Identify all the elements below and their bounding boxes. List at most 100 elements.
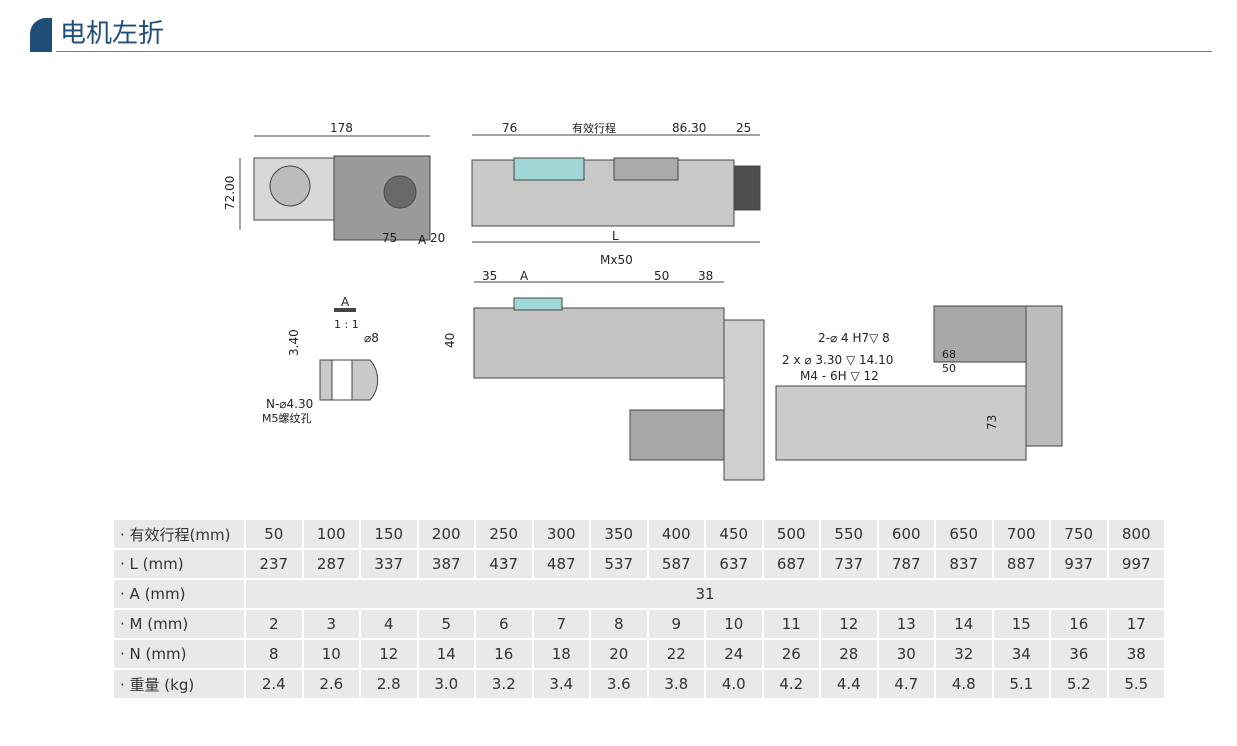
spec-cell: 9	[648, 610, 704, 638]
spec-row: · A (mm)31	[114, 580, 1164, 608]
detail-label: A	[341, 295, 350, 309]
spec-cell: 5.2	[1051, 670, 1107, 698]
spec-cell: 10	[303, 640, 359, 668]
spec-cell: 287	[303, 550, 359, 578]
spec-cell: 100	[303, 520, 359, 548]
spec-cell: 787	[878, 550, 934, 578]
dim-mx50: Mx50	[600, 253, 633, 267]
dim-m5-thread: M5螺纹孔	[262, 411, 312, 425]
spec-cell: 5	[418, 610, 474, 638]
spec-cell: 4.4	[821, 670, 877, 698]
spec-cell: 15	[993, 610, 1049, 638]
dim-73: 73	[985, 415, 999, 430]
spec-cell: 737	[821, 550, 877, 578]
spec-cell: 937	[1051, 550, 1107, 578]
spec-cell: 3	[303, 610, 359, 638]
spec-cell: 200	[418, 520, 474, 548]
dim-dia8: ⌀8	[364, 331, 379, 345]
spec-cell: 28	[821, 640, 877, 668]
spec-cell: 337	[361, 550, 417, 578]
spec-cell: 8	[246, 640, 302, 668]
spec-cell: 34	[993, 640, 1049, 668]
spec-cell: 11	[763, 610, 819, 638]
spec-cell: 12	[361, 640, 417, 668]
spec-cell: 650	[936, 520, 992, 548]
spec-cell: 5.1	[993, 670, 1049, 698]
spec-cell: 2.4	[246, 670, 302, 698]
spec-cell: 4.2	[763, 670, 819, 698]
spec-cell: 12	[821, 610, 877, 638]
dim-76: 76	[502, 121, 517, 135]
spec-cell: 250	[476, 520, 532, 548]
spec-cell: 700	[993, 520, 1049, 548]
section-title: 电机左折	[60, 19, 165, 49]
dim-72: 72.00	[223, 176, 237, 210]
dim-n-hole: N-⌀4.30	[266, 397, 313, 411]
spec-cell: 17	[1108, 610, 1164, 638]
spec-cell: 16	[476, 640, 532, 668]
spec-cell: 2.6	[303, 670, 359, 698]
spec-cell: 800	[1108, 520, 1164, 548]
technical-drawing: 178 72.00 75 A 20 76 有效行程 86.30 25 L 35 …	[220, 110, 1080, 495]
spec-row-label: · L (mm)	[114, 550, 244, 578]
spec-cell: 22	[648, 640, 704, 668]
spec-cell: 8	[591, 610, 647, 638]
spec-cell: 20	[591, 640, 647, 668]
dim-l: L	[612, 229, 619, 243]
spec-cell: 2	[246, 610, 302, 638]
dim-25: 25	[736, 121, 751, 135]
spec-cell: 6	[476, 610, 532, 638]
header-tab-marker	[30, 18, 52, 52]
spec-row-label: · A (mm)	[114, 580, 244, 608]
dim-38: 38	[698, 269, 713, 283]
spec-cell: 10	[706, 610, 762, 638]
dim-40: 40	[443, 333, 457, 348]
spec-cell-merged: 31	[246, 580, 1164, 608]
spec-row-label: · M (mm)	[114, 610, 244, 638]
dim-3-40: 3.40	[287, 329, 301, 356]
spec-cell: 500	[763, 520, 819, 548]
dim-86-30: 86.30	[672, 121, 706, 135]
spec-cell: 4.0	[706, 670, 762, 698]
spec-cell: 4.8	[936, 670, 992, 698]
spec-cell: 4	[361, 610, 417, 638]
spec-cell: 550	[821, 520, 877, 548]
spec-cell: 687	[763, 550, 819, 578]
callout-pin-hole: 2-⌀ 4 H7▽ 8	[818, 331, 890, 345]
spec-cell: 50	[246, 520, 302, 548]
callout-drill: 2 x ⌀ 3.30 ▽ 14.10	[782, 353, 893, 367]
detail-scale: 1 : 1	[334, 318, 359, 331]
dim-stroke: 有效行程	[572, 121, 616, 135]
spec-cell: 587	[648, 550, 704, 578]
end-view	[775, 305, 1063, 461]
spec-cell: 4.7	[878, 670, 934, 698]
spec-cell: 3.0	[418, 670, 474, 698]
spec-cell: 487	[533, 550, 589, 578]
spec-cell: 3.6	[591, 670, 647, 698]
spec-cell: 437	[476, 550, 532, 578]
spec-cell: 38	[1108, 640, 1164, 668]
spec-cell: 14	[936, 610, 992, 638]
drawing-canvas: 178 72.00 75 A 20 76 有效行程 86.30 25 L 35 …	[223, 121, 1063, 481]
spec-cell: 2.8	[361, 670, 417, 698]
spec-cell: 7	[533, 610, 589, 638]
dim-20: 20	[430, 231, 445, 245]
dim-35: 35	[482, 269, 497, 283]
callout-thread: M4 - 6H ▽ 12	[800, 369, 879, 383]
spec-cell: 3.8	[648, 670, 704, 698]
spec-cell: 32	[936, 640, 992, 668]
spec-cell: 400	[648, 520, 704, 548]
spec-cell: 237	[246, 550, 302, 578]
spec-cell: 14	[418, 640, 474, 668]
top-view	[239, 135, 431, 241]
side-view	[471, 134, 761, 243]
spec-cell: 300	[533, 520, 589, 548]
spec-cell: 18	[533, 640, 589, 668]
dim-75: 75	[382, 231, 397, 245]
